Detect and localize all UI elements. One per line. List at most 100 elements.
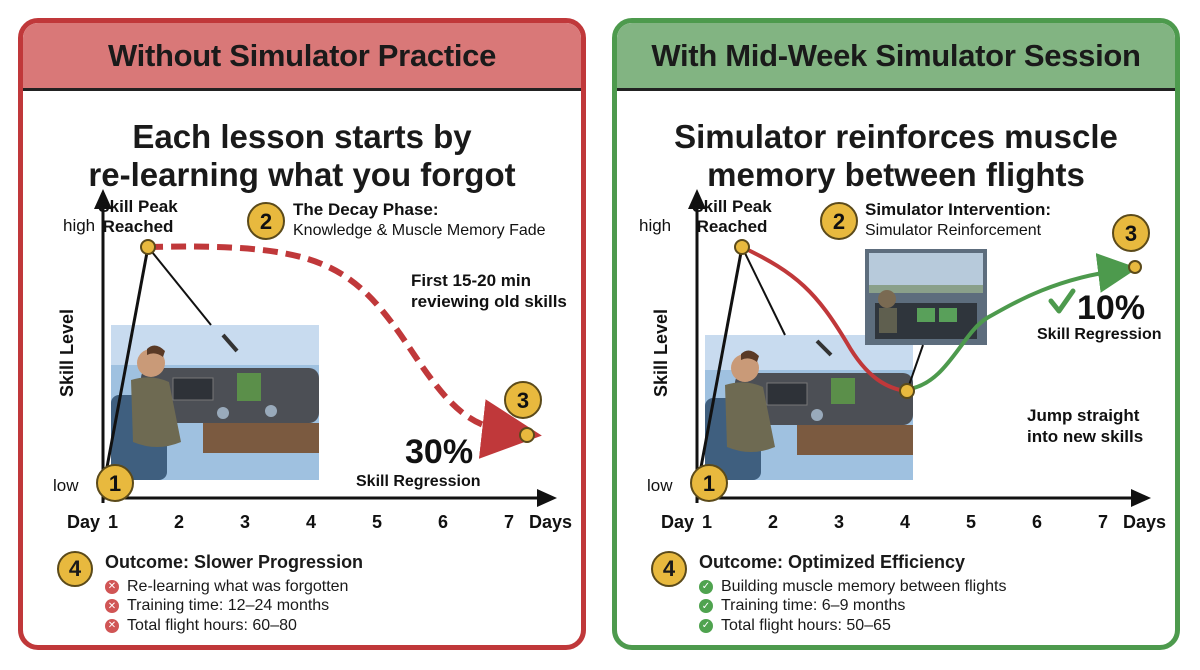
- step-3-badge: [504, 381, 542, 419]
- y-axis-arrow: [94, 189, 112, 209]
- list-item: ✕Total flight hours: 60–80: [105, 616, 348, 636]
- x-tick: 1: [702, 512, 712, 532]
- x-tick-labels: Day 1 2 3 4 5 6 7 Days: [661, 512, 1166, 532]
- end-point: [519, 427, 535, 443]
- y-low-label: low: [647, 476, 673, 495]
- cockpit-illustration: [111, 325, 319, 480]
- list-item-text: Training time: 6–9 months: [721, 597, 906, 615]
- skill-chart: high low Skill Level Day 1 2 3 4 5 6 7 D…: [639, 189, 1166, 532]
- x-tick: 2: [174, 512, 184, 532]
- skill-rise-line: [697, 246, 744, 479]
- step-3-badge: [1112, 214, 1150, 252]
- x-tick: 5: [372, 512, 382, 532]
- jump-note-line-1: Jump straight: [1027, 406, 1140, 425]
- review-note-line-1: First 15-20 min: [411, 271, 531, 290]
- x-tick: 6: [1032, 512, 1042, 532]
- panel-header: Without Simulator Practice: [23, 23, 581, 91]
- x-tick: 5: [966, 512, 976, 532]
- x-axis-arrow: [1131, 489, 1151, 507]
- review-note-line-2: reviewing old skills: [411, 292, 567, 311]
- regression-label: Skill Regression: [356, 473, 481, 490]
- outcome-title: Outcome: Slower Progression: [105, 552, 364, 572]
- list-item: ✕ Re-learning what was forgotten: [105, 577, 348, 597]
- x-tick: 2: [768, 512, 778, 532]
- decay-curve: [147, 243, 542, 459]
- panel-title: Simulator reinforces muscle memory betwe…: [617, 118, 1175, 194]
- peak-label-2: Reached: [697, 217, 768, 236]
- list-item: ✓ Building muscle memory between flights: [699, 577, 1006, 597]
- step-2-badge: [820, 202, 858, 240]
- list-item: ✓ Training time: 6–9 months: [699, 597, 1006, 617]
- panel-without-simulator: Without Simulator Practice Each lesson s…: [18, 18, 586, 650]
- skill-rise-line: [103, 246, 150, 479]
- callout-line: [741, 246, 786, 336]
- list-item-text: Building muscle memory between flights: [721, 577, 1007, 595]
- check-circle-icon: ✓: [699, 579, 713, 594]
- list-item: ✕Training time: 12–24 months: [105, 597, 348, 617]
- outcome-title: Outcome: Optimized Efficiency: [699, 552, 966, 572]
- step-2-subtitle: Simulator Reinforcement: [865, 222, 1042, 239]
- peak-point: [734, 239, 750, 255]
- panel-header: With Mid-Week Simulator Session: [617, 23, 1175, 91]
- list-item-text: Re-learning what was forgotten: [127, 577, 349, 595]
- x-start-label: Day: [67, 512, 100, 532]
- y-low-label: low: [53, 476, 79, 495]
- step-4-badge: 4: [57, 551, 93, 587]
- y-high-label: high: [63, 216, 95, 235]
- step-2-title: Simulator Intervention:: [865, 200, 1051, 219]
- checkmark-icon: [1048, 288, 1076, 314]
- step-1-number: 1: [703, 471, 715, 496]
- step-3-number: 3: [1125, 221, 1137, 246]
- simulator-callout-line: [906, 344, 924, 392]
- panel-with-simulator: With Mid-Week Simulator Session Simulato…: [612, 18, 1180, 650]
- peak-label: Skill Peak: [692, 197, 772, 216]
- list-item-text: Total flight hours: 60–80: [127, 616, 297, 634]
- callout-line: [147, 246, 212, 326]
- title-line-2: re-learning what you forgot: [88, 156, 516, 193]
- x-tick: 3: [834, 512, 844, 532]
- y-axis-label: Skill Level: [57, 309, 77, 397]
- short-decay-curve: [741, 245, 906, 393]
- y-axis-arrow: [688, 189, 706, 209]
- x-tick: 6: [438, 512, 448, 532]
- list-item: ✓ Total flight hours: 50–65: [699, 616, 1006, 636]
- title-line-2: memory between flights: [707, 156, 1085, 193]
- regression-label: Skill Regression: [1037, 326, 1162, 343]
- y-high-label: high: [639, 216, 671, 235]
- step-3-number: 3: [517, 388, 529, 413]
- list-item-text: Total flight hours: 50–65: [721, 616, 891, 634]
- x-tick: 4: [900, 512, 910, 532]
- peak-label: Skill Peak: [98, 197, 178, 216]
- x-tick: 1: [108, 512, 118, 532]
- simulator-point: [899, 383, 915, 399]
- outcome-list: ✓Building muscle memory between flights …: [699, 577, 1006, 636]
- end-point: [1128, 260, 1142, 274]
- x-tick-labels: Day 1 2 3 4 5 6 7 Days: [67, 512, 572, 532]
- list-item-text: Training time: 12–24 months: [127, 597, 330, 615]
- regression-value: 10%: [1077, 289, 1145, 327]
- peak-label-2: Reached: [103, 217, 174, 236]
- step-1-number: 1: [109, 471, 121, 496]
- x-tick: 3: [240, 512, 250, 532]
- recovery-curve: [908, 253, 1138, 391]
- x-circle-icon: ✕: [105, 579, 119, 594]
- cockpit-illustration: [705, 335, 913, 480]
- step-2-badge: [247, 202, 285, 240]
- check-circle-icon: ✓: [699, 618, 713, 633]
- x-tick: 7: [504, 512, 514, 532]
- regression-value: 30%: [405, 433, 473, 471]
- step-2-number: 2: [260, 209, 272, 234]
- step-1-badge: [96, 464, 134, 502]
- step-2-subtitle: Knowledge & Muscle Memory Fade: [293, 222, 546, 239]
- step-4-badge: 4: [651, 551, 687, 587]
- skill-chart: high low Skill Level Day 1 2 3 4 5 6 7 D…: [53, 189, 572, 532]
- outcome-list: ✕ Re-learning what was forgotten ✕Trainin…: [105, 577, 348, 636]
- jump-note-line-2: into new skills: [1027, 427, 1143, 446]
- title-line-1: Simulator reinforces muscle: [674, 118, 1118, 155]
- step-2-title: The Decay Phase:: [293, 200, 439, 219]
- x-start-label: Day: [661, 512, 694, 532]
- check-circle-icon: ✓: [699, 599, 713, 614]
- x-end-label: Days: [1123, 512, 1166, 532]
- y-axis-label: Skill Level: [651, 309, 671, 397]
- step-2-number: 2: [833, 209, 845, 234]
